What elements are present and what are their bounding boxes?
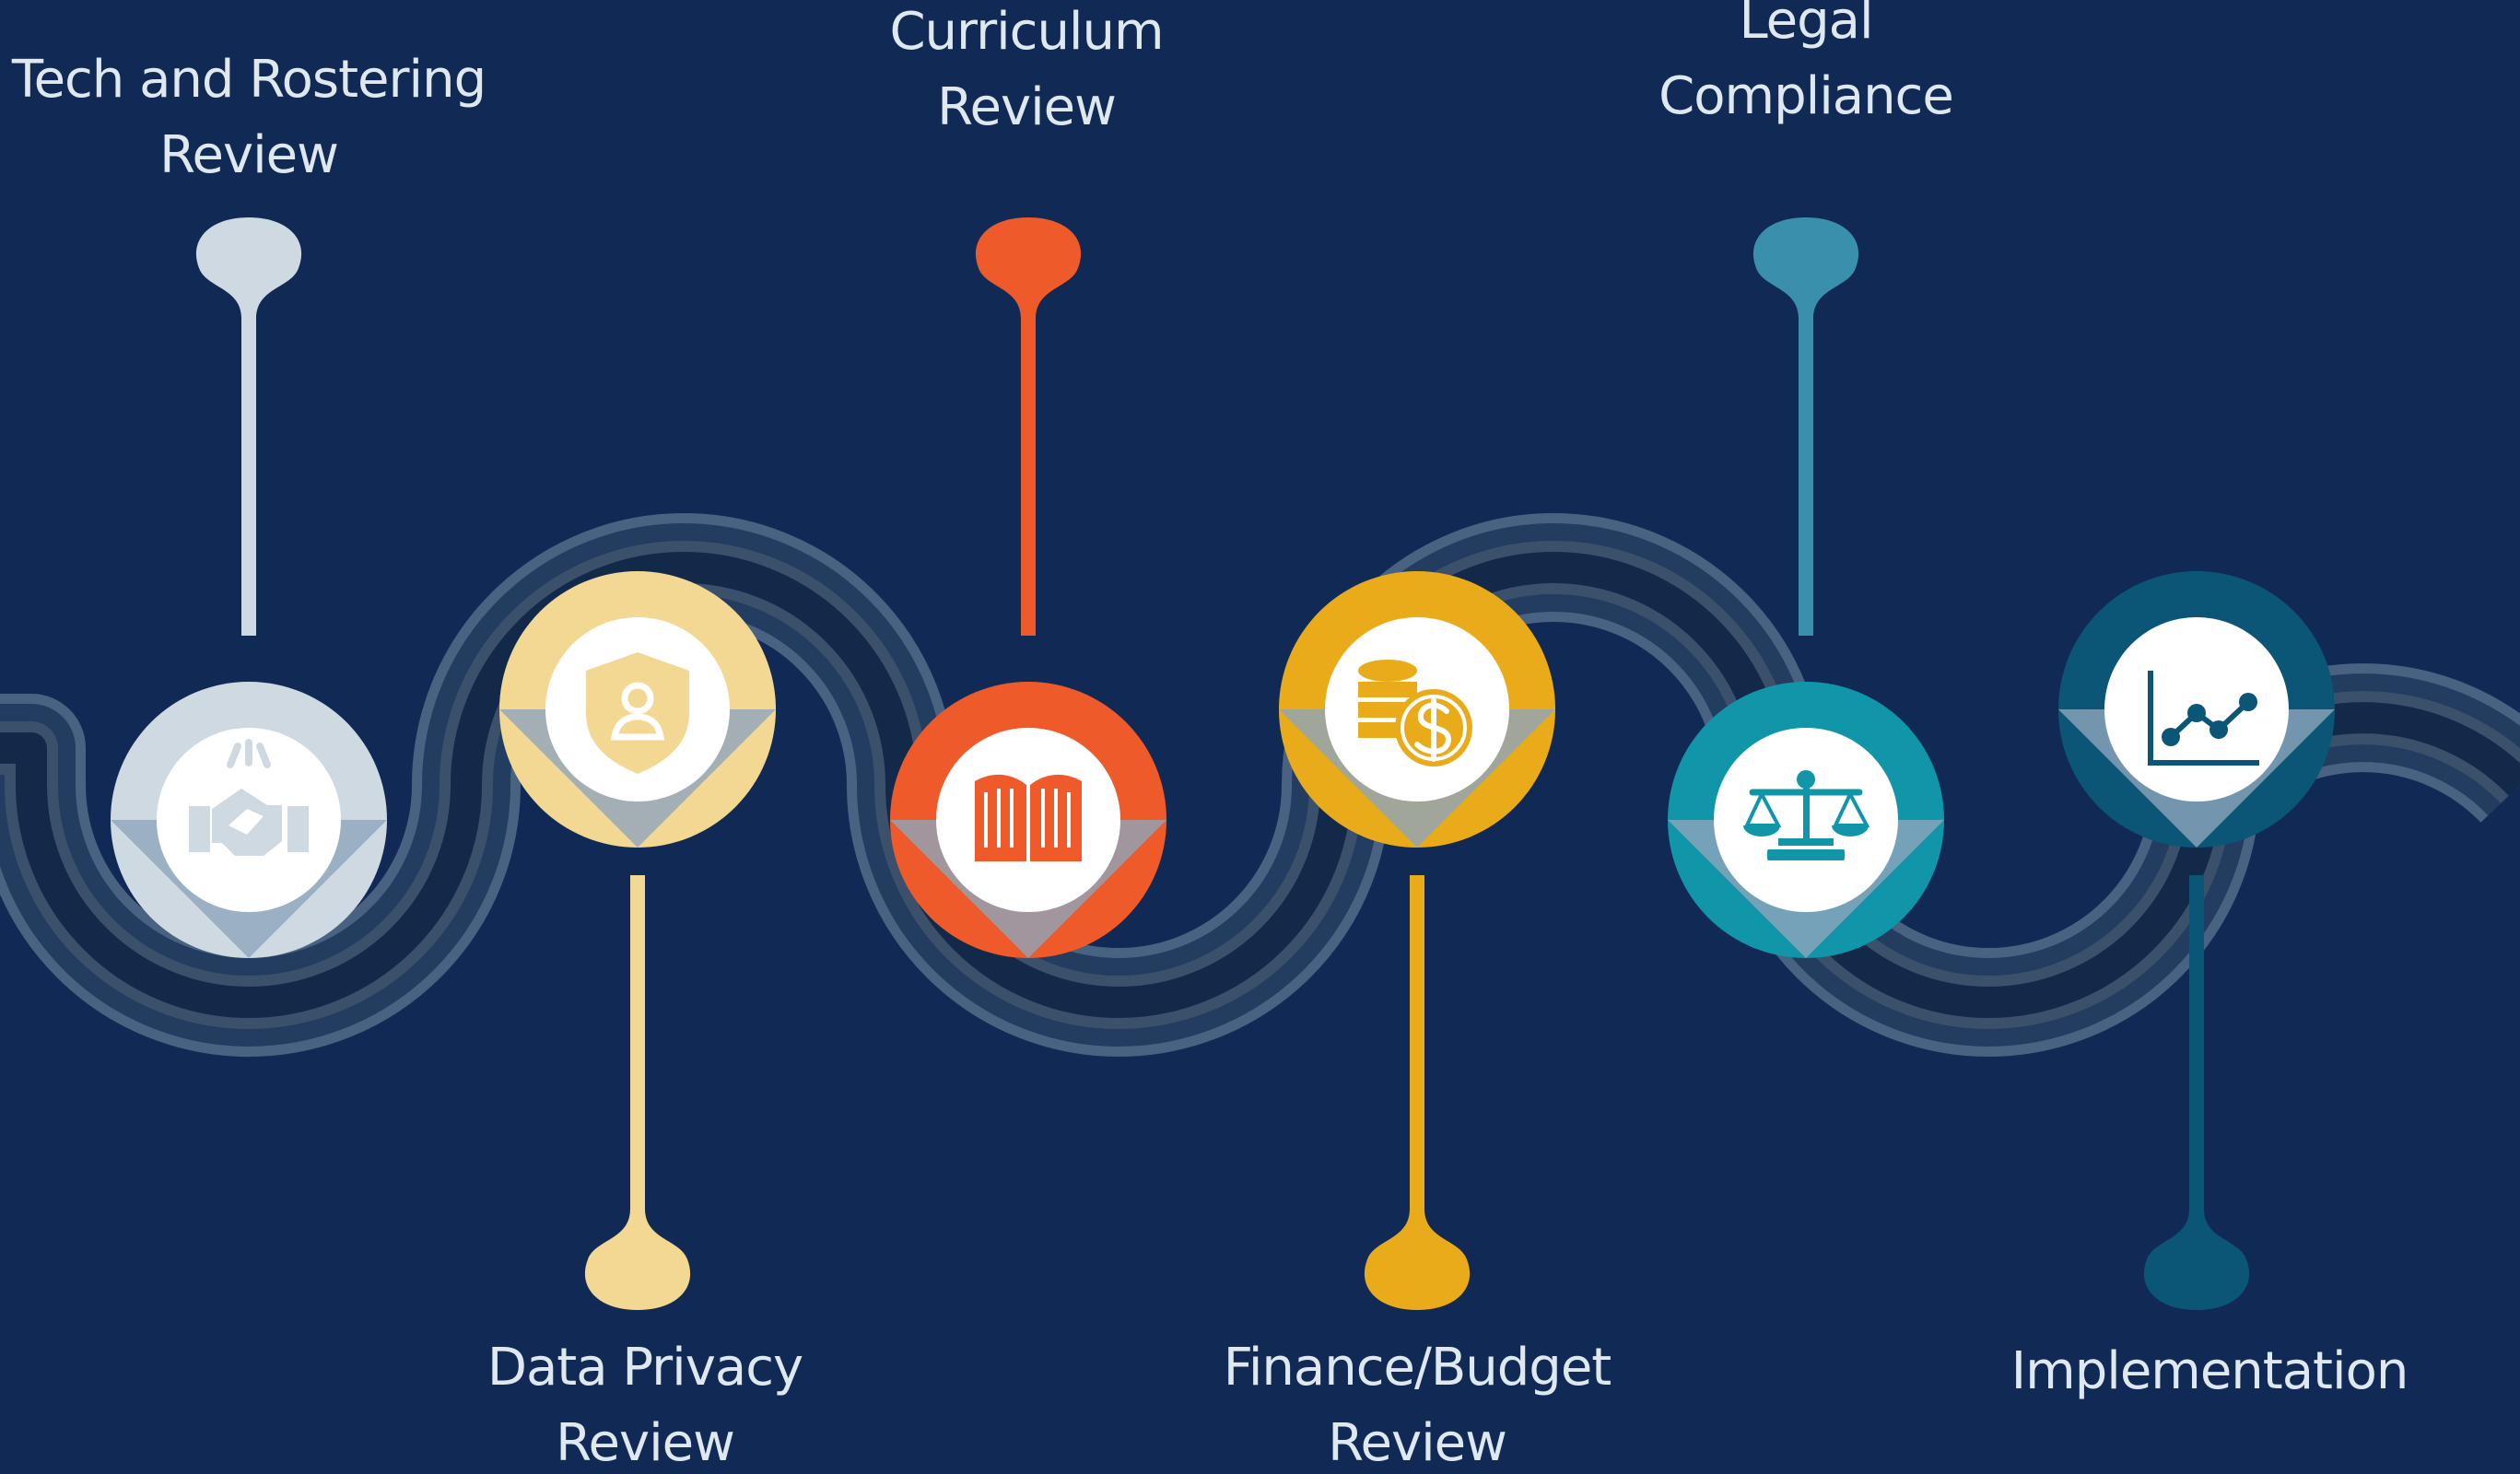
stage-tech-and-rostering-review: [111, 217, 387, 958]
stage-1-pin: [195, 217, 302, 636]
stage-data-privacy-review: [499, 571, 776, 1310]
stage-6-pin: [2143, 875, 2250, 1310]
stage-legal-compliance: [1668, 217, 1944, 958]
stage-3-icon-bg: [936, 728, 1120, 912]
stage-4-pin: [1364, 875, 1471, 1310]
stage-2-pin: [584, 875, 691, 1310]
shield-user-icon: [586, 652, 689, 774]
label-legal-compliance: Legal Compliance: [1659, 0, 1954, 126]
stage-3-pin: [975, 217, 1082, 636]
label-tech-and-rostering-review: Tech and Rostering Review: [11, 50, 486, 185]
stage-curriculum-review: [890, 217, 1166, 958]
book-icon: [975, 774, 1082, 861]
label-curriculum-review: Curriculum Review: [889, 2, 1164, 137]
coins-dollar-icon: [1358, 660, 1472, 766]
line-chart-icon: [2148, 671, 2259, 766]
scales-icon: [1743, 770, 1870, 860]
stage-5-pin: [1752, 217, 1859, 636]
stage-finance-budget-review: [1279, 571, 1555, 1310]
label-finance-budget-review: Finance/Budget Review: [1223, 1338, 1612, 1473]
stage-implementation: [2058, 571, 2335, 1310]
track: [0, 513, 2520, 1057]
handshake-icon: [189, 739, 309, 856]
label-implementation: Implementation: [2010, 1341, 2409, 1401]
track-core: [0, 552, 2520, 1018]
label-data-privacy-review: Data Privacy Review: [486, 1338, 803, 1473]
